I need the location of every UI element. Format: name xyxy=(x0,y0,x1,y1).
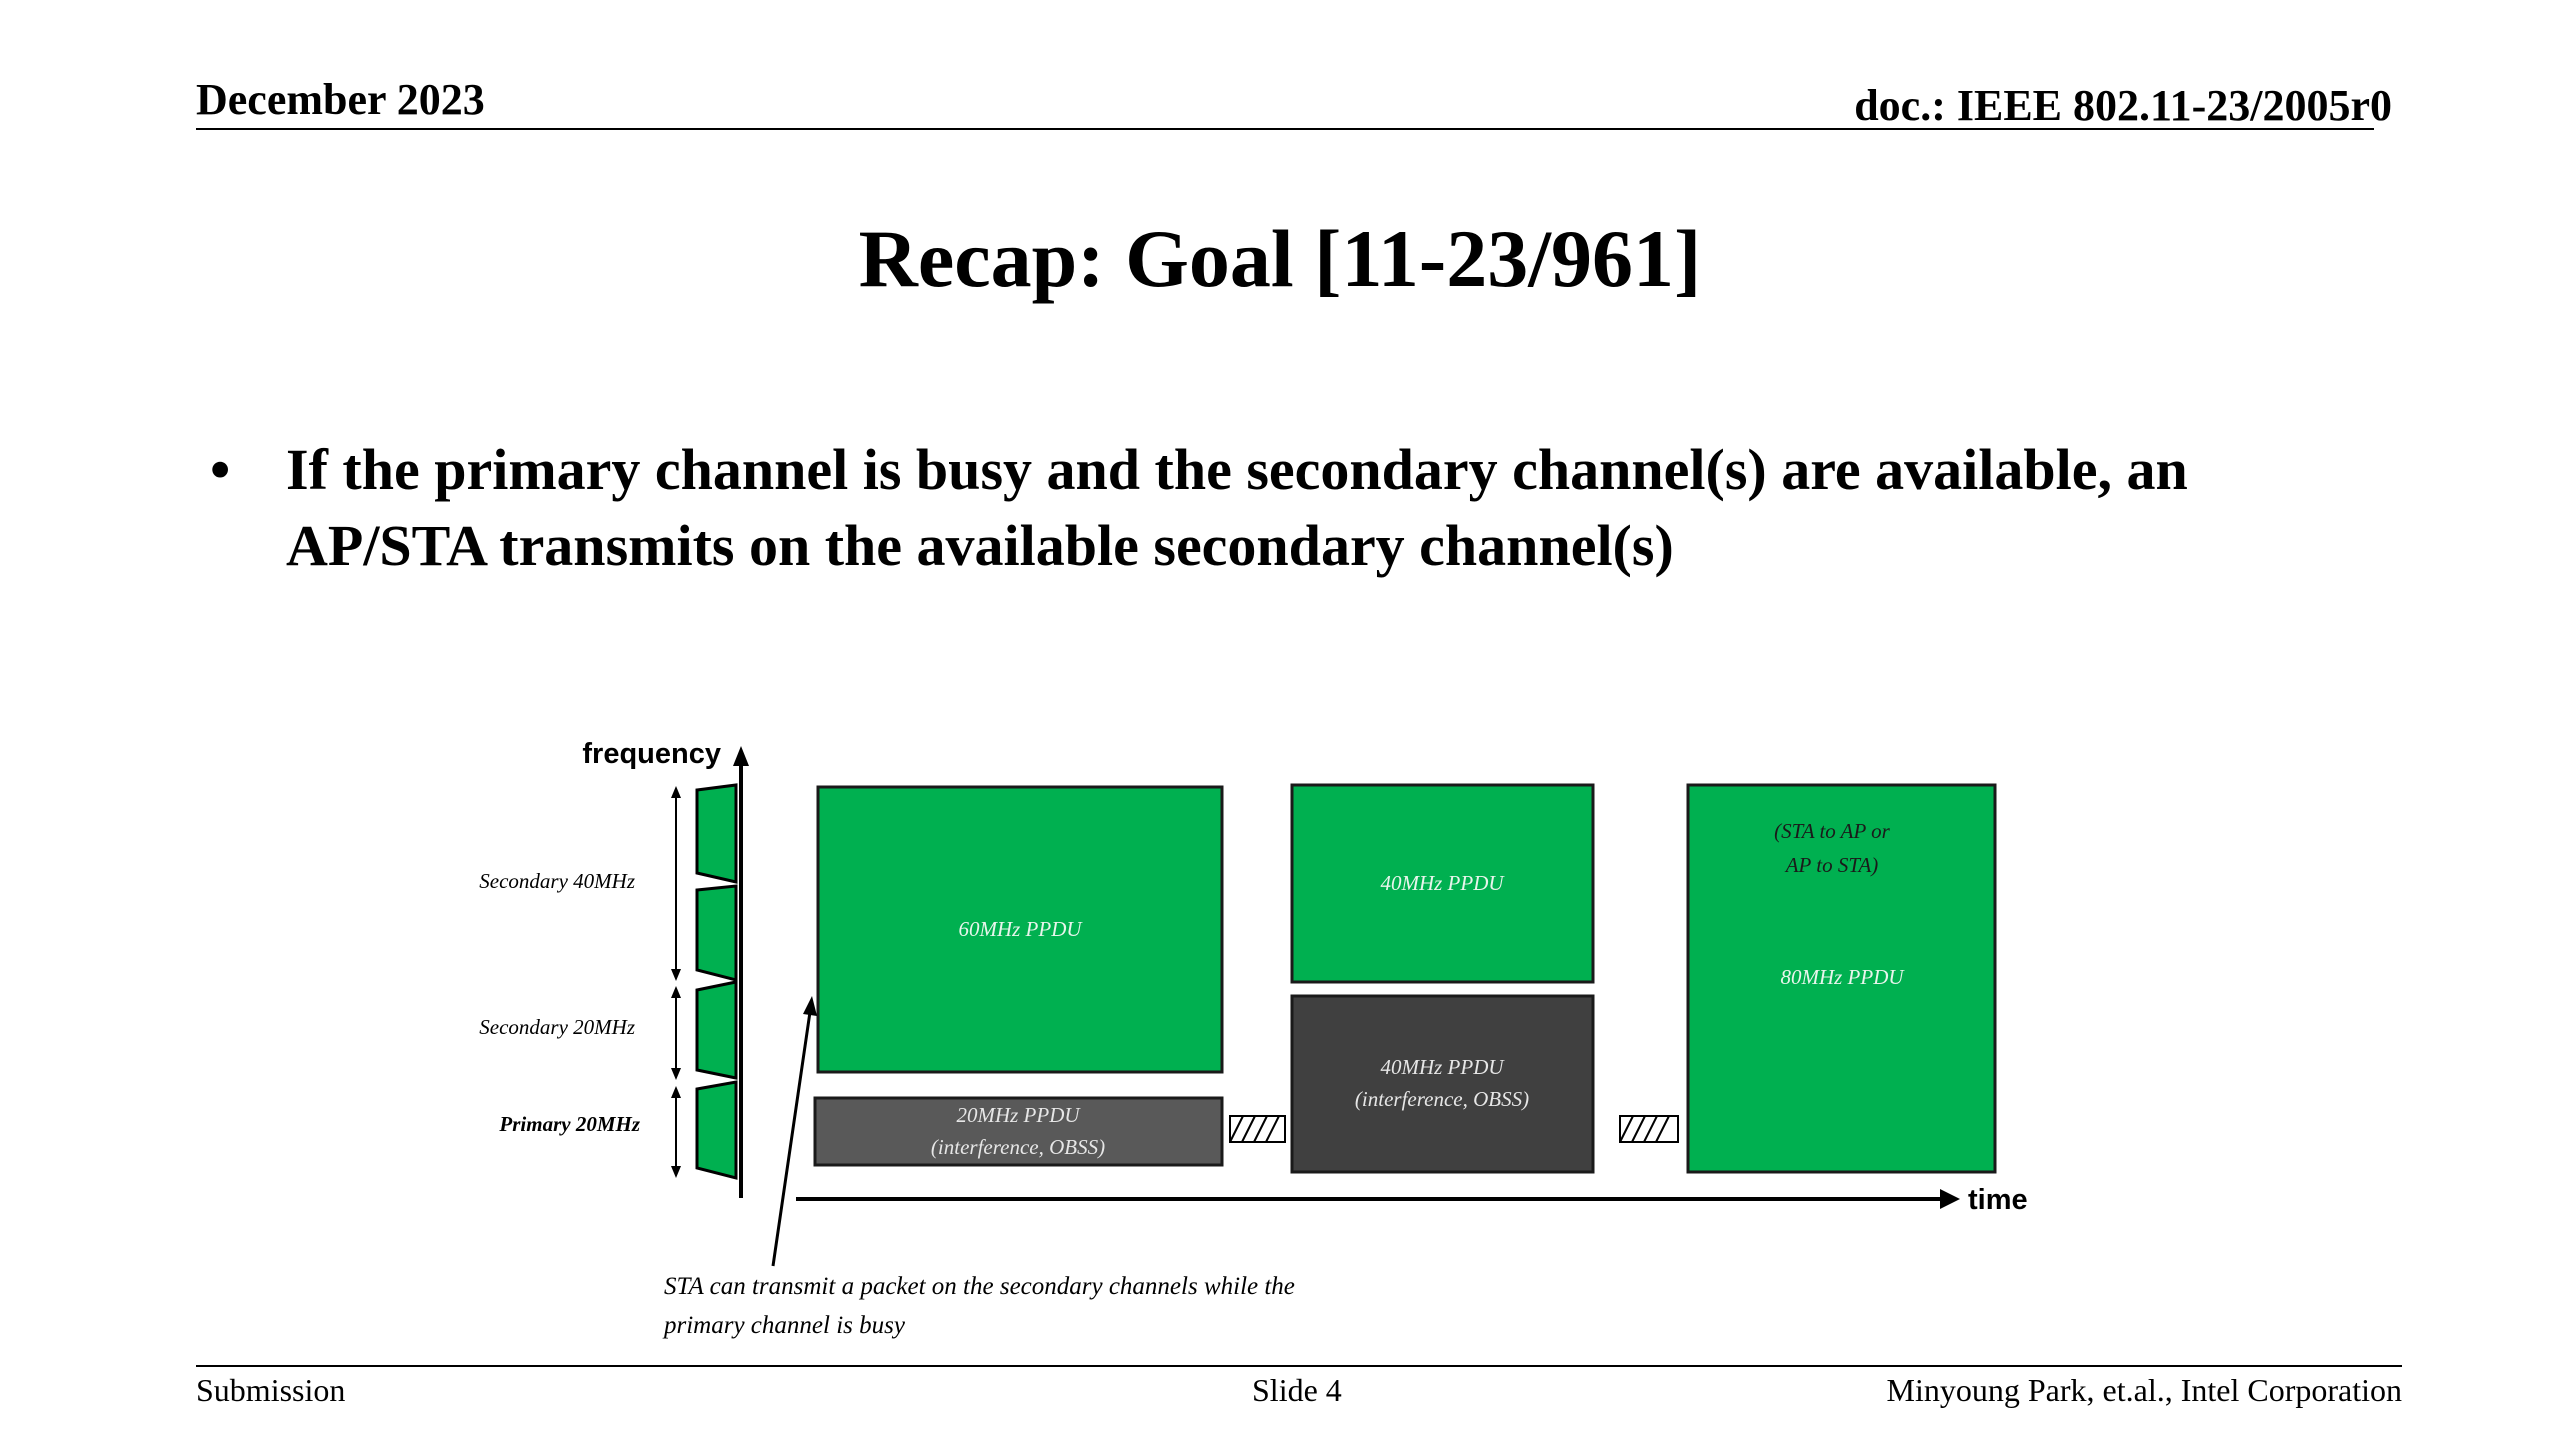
label-20mhz-ppdu: 20MHz PPDU xyxy=(956,1103,1081,1127)
label-80mhz-note-line2: AP to STA) xyxy=(1784,853,1879,877)
label-40mhz-obss-ppdu: 40MHz PPDU xyxy=(1380,1055,1505,1079)
label-20mhz-interference: (interference, OBSS) xyxy=(931,1135,1105,1159)
frequency-label: frequency xyxy=(582,738,721,770)
label-40mhz-obss-interference: (interference, OBSS) xyxy=(1355,1087,1529,1111)
time-label: time xyxy=(1968,1184,2028,1216)
bracket-secondary40-bottom xyxy=(671,969,681,981)
bracket-secondary20-bottom xyxy=(671,1068,681,1080)
footer-submission: Submission xyxy=(196,1372,346,1408)
block-40mhz-obss xyxy=(1290,994,1595,1174)
label-80mhz-ppdu: 80MHz PPDU xyxy=(1780,965,1905,989)
callout-arrow-head xyxy=(803,996,817,1016)
channel-mask-secondary40-upper xyxy=(695,783,738,884)
block-40mhz-ppdu xyxy=(1290,783,1595,984)
label-secondary-40mhz: Secondary 40MHz xyxy=(479,869,635,893)
label-80mhz-note-line1: (STA to AP or xyxy=(1774,819,1891,843)
caption-line-2: primary channel is busy xyxy=(662,1312,906,1339)
channel-mask-primary20 xyxy=(695,1080,738,1180)
time-axis-arrow xyxy=(1940,1189,1960,1209)
bullet-dot: • xyxy=(210,437,231,502)
header-doc-id: doc.: IEEE 802.11-23/2005r0 xyxy=(1854,81,2392,130)
header-date: December 2023 xyxy=(196,75,485,124)
footer-slide-number: Slide 4 xyxy=(1252,1372,1342,1408)
channel-mask-secondary20 xyxy=(695,980,738,1080)
bracket-primary20-top xyxy=(671,1086,681,1098)
label-60mhz-ppdu: 60MHz PPDU xyxy=(958,917,1083,941)
block-60mhz-ppdu xyxy=(816,785,1224,1074)
label-primary-20mhz: Primary 20MHz xyxy=(498,1112,640,1136)
slide-title: Recap: Goal [11-23/961] xyxy=(858,213,1702,304)
block-80mhz-ppdu xyxy=(1686,783,1997,1174)
footer-author: Minyoung Park, et.al., Intel Corporation xyxy=(1886,1372,2402,1408)
frequency-axis-arrow xyxy=(733,746,749,766)
bracket-secondary40-top xyxy=(671,786,681,798)
label-40mhz-ppdu: 40MHz PPDU xyxy=(1380,871,1505,895)
bullet-text: If the primary channel is busy and the s… xyxy=(286,437,2188,578)
callout-arrow xyxy=(771,1011,812,1267)
label-secondary-20mhz: Secondary 20MHz xyxy=(479,1015,635,1039)
header-rule xyxy=(196,128,2374,130)
caption-line-1: STA can transmit a packet on the seconda… xyxy=(664,1273,1295,1300)
backoff-hatch-2 xyxy=(1619,1115,1679,1143)
bracket-secondary20-top xyxy=(671,986,681,998)
bracket-primary20-bottom xyxy=(671,1166,681,1178)
block-20mhz-obss xyxy=(813,1096,1224,1167)
backoff-hatch-1 xyxy=(1229,1115,1286,1143)
footer-rule xyxy=(196,1365,2402,1367)
channel-mask-secondary40-lower xyxy=(695,884,738,982)
